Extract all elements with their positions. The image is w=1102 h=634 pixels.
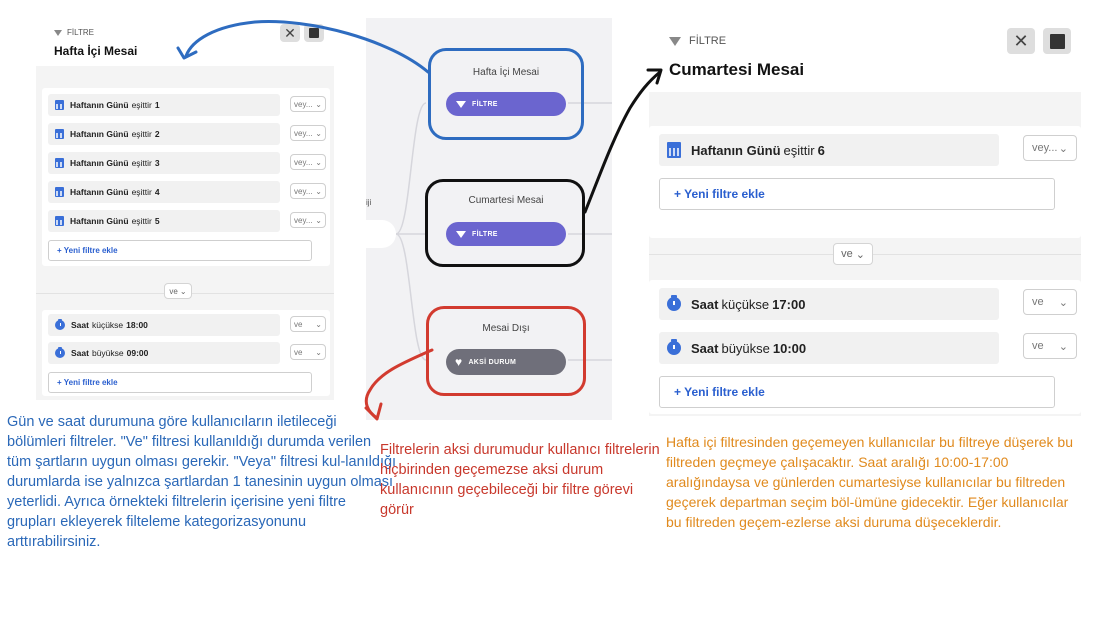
add-filter-button[interactable]: + Yeni filtre ekle	[48, 372, 312, 393]
connector-select[interactable]: vey...⌄	[1023, 135, 1077, 161]
annotation-orange: Hafta içi filtresinden geçemeyen kullanı…	[666, 434, 1073, 530]
node-title-saturday: Cumartesi Mesai	[468, 195, 544, 206]
chevron-down-icon: ⌄	[315, 157, 322, 167]
node-title-weekday: Hafta İçi Mesai	[472, 67, 540, 78]
connector-select[interactable]: vey...⌄	[290, 212, 326, 228]
save-icon	[309, 28, 319, 38]
close-icon: ✕	[1013, 30, 1029, 51]
highlight-frame-blue	[428, 48, 584, 140]
add-filter-button[interactable]: + Yeni filtre ekle	[659, 376, 1055, 408]
filter-label: FİLTRE	[54, 28, 94, 37]
chevron-down-icon: ⌄	[315, 186, 322, 196]
connector-select[interactable]: ve⌄	[1023, 333, 1077, 359]
stopwatch-icon	[667, 295, 681, 311]
chevron-down-icon: ⌄	[315, 128, 322, 138]
highlight-frame-black	[425, 179, 585, 267]
funnel-icon	[669, 36, 681, 46]
connector-select[interactable]: vey...⌄	[290, 96, 326, 112]
chevron-down-icon: ⌄	[315, 99, 322, 109]
add-filter-button[interactable]: + Yeni filtre ekle	[48, 240, 312, 261]
save-button[interactable]	[1043, 28, 1071, 54]
calendar-icon	[55, 216, 64, 226]
chevron-down-icon: ⌄	[179, 286, 187, 296]
chevron-down-icon: ⌄	[855, 248, 865, 261]
node-title-otherwise: Mesai Dışı	[482, 323, 530, 334]
funnel-icon	[456, 100, 466, 108]
calendar-icon	[55, 158, 64, 168]
funnel-icon	[54, 29, 62, 36]
broken-heart-icon: ♥	[455, 355, 463, 369]
stopwatch-icon	[55, 346, 65, 358]
chevron-down-icon: ⌄	[315, 215, 322, 225]
group-join-select[interactable]: ve⌄	[833, 243, 873, 265]
chevron-down-icon: ⌄	[315, 347, 322, 357]
calendar-icon	[55, 129, 64, 139]
panel-header: FİLTRE Cumartesi Mesai ✕	[649, 18, 1081, 92]
filter-node-saturday[interactable]: FİLTRE	[446, 222, 566, 246]
filter-label: FİLTRE	[669, 35, 726, 47]
annotation-red: Filtrelerin aksi durumudur kullanıcı fil…	[380, 442, 660, 518]
panel-title: Cumartesi Mesai	[669, 60, 805, 79]
connector-select[interactable]: vey...⌄	[290, 125, 326, 141]
stopwatch-icon	[667, 339, 681, 355]
start-node[interactable]	[366, 220, 396, 248]
group-join-select[interactable]: ve⌄	[164, 283, 192, 299]
connector-select[interactable]: ve⌄	[290, 316, 326, 332]
close-button[interactable]: ✕	[1007, 28, 1035, 54]
save-button[interactable]	[304, 24, 324, 42]
annotation-blue: Gün ve saat durumuna göre kullanıcıların…	[7, 414, 397, 550]
chevron-down-icon: ⌄	[1058, 340, 1068, 353]
filter-node-weekday[interactable]: FİLTRE	[446, 92, 566, 116]
otherwise-node[interactable]: ♥AKSİ DURUM	[446, 349, 566, 375]
connector-select[interactable]: vey...⌄	[290, 154, 326, 170]
save-icon	[1049, 33, 1065, 49]
calendar-icon	[55, 187, 64, 197]
start-node-label: iji	[366, 198, 372, 207]
funnel-icon	[456, 230, 466, 238]
chevron-down-icon: ⌄	[315, 319, 322, 329]
panel-title: Hafta İçi Mesai	[54, 44, 138, 58]
add-filter-button[interactable]: + Yeni filtre ekle	[659, 178, 1055, 210]
connector-select[interactable]: ve⌄	[1023, 289, 1077, 315]
panel-header: FİLTRE Hafta İçi Mesai ✕	[36, 18, 334, 66]
close-button[interactable]: ✕	[280, 24, 300, 42]
connector-select[interactable]: vey...⌄	[290, 183, 326, 199]
connector-select[interactable]: ve⌄	[290, 344, 326, 360]
stopwatch-icon	[55, 318, 65, 330]
close-icon: ✕	[284, 24, 296, 41]
calendar-icon	[667, 142, 681, 158]
calendar-icon	[55, 100, 64, 110]
highlight-frame-red	[426, 306, 586, 396]
chevron-down-icon: ⌄	[1058, 142, 1068, 155]
chevron-down-icon: ⌄	[1058, 296, 1068, 309]
